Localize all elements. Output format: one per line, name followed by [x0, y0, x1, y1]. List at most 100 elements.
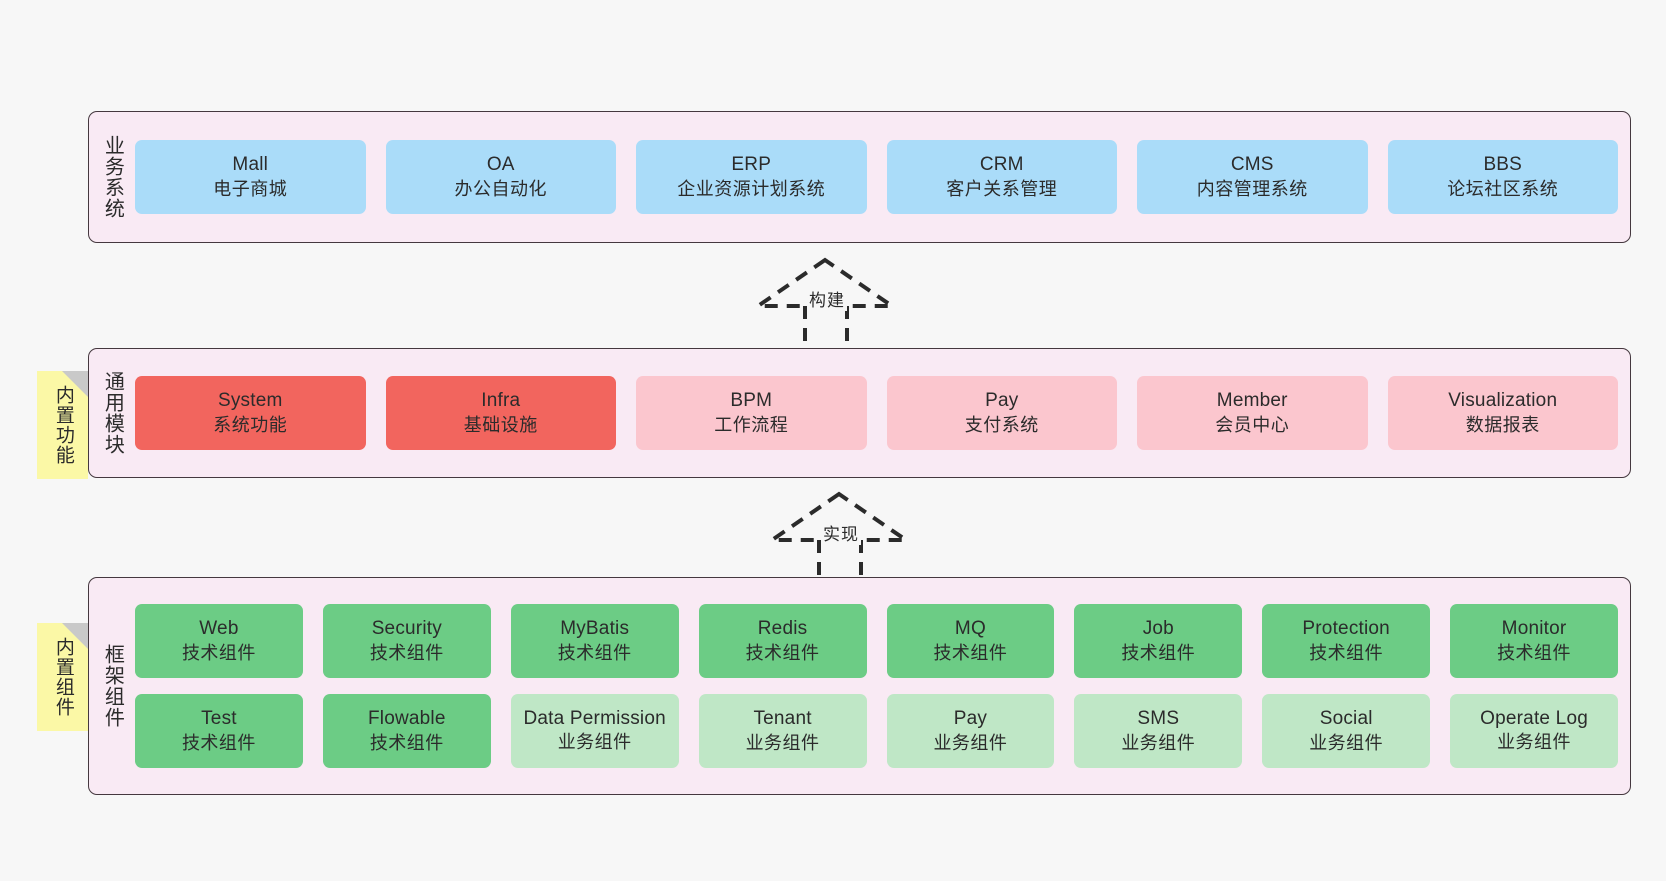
card-title-en: ERP	[731, 154, 772, 176]
card-title-en: Social	[1319, 708, 1373, 730]
card-title-en: Visualization	[1448, 390, 1558, 412]
card-title-en: Member	[1216, 390, 1288, 412]
card-title-en: Pay	[985, 390, 1019, 412]
card-title-cn: 技术组件	[369, 732, 444, 753]
sticky-note-builtin-components: 内置组件	[37, 623, 88, 731]
card-title-cn: 基础设施	[463, 414, 538, 435]
card-title-en: BBS	[1483, 154, 1523, 176]
card-title-cn: 会员中心	[1215, 414, 1290, 435]
card-title-cn: 技术组件	[181, 642, 256, 663]
card-title-cn: 工作流程	[714, 414, 789, 435]
card-title-cn: 客户关系管理	[946, 178, 1058, 199]
generalization-arrow-icon	[751, 257, 899, 348]
card-title-cn: 业务组件	[745, 732, 820, 753]
sticky-note-builtin-features-label: 内置功能	[52, 385, 74, 465]
note-fold-corner-icon	[62, 371, 88, 397]
layer-label-business-systems: 业务系统	[101, 135, 124, 219]
card-title-en: System	[217, 390, 283, 412]
card-title-cn: 技术组件	[933, 642, 1008, 663]
layer-label-framework-components: 框架组件	[101, 644, 124, 728]
card-title-en: OA	[486, 154, 515, 176]
card-title-cn: 技术组件	[1309, 642, 1384, 663]
sticky-note-builtin-components-label: 内置组件	[52, 637, 74, 717]
connector-implement-label: 实现	[821, 520, 861, 545]
card-title-cn: 技术组件	[1497, 642, 1572, 663]
card-title-en: MQ	[954, 618, 986, 640]
card-title-en: SMS	[1137, 708, 1180, 730]
connector-build-label: 构建	[807, 286, 847, 311]
card-title-en: Redis	[757, 618, 808, 640]
card-title-en: Operate Log	[1480, 708, 1588, 730]
card-title-en: Mall	[232, 154, 269, 176]
card-title-en: Protection	[1302, 618, 1390, 640]
card-title-cn: 论坛社区系统	[1447, 178, 1559, 199]
card-title-en: Job	[1142, 618, 1174, 640]
note-fold-corner-icon	[62, 623, 88, 649]
card-title-cn: 业务组件	[1497, 731, 1572, 752]
card-title-en: BPM	[730, 390, 773, 412]
card-title-cn: 内容管理系统	[1196, 178, 1308, 199]
card-title-en: Infra	[481, 390, 521, 412]
card-title-cn: 业务组件	[557, 731, 632, 752]
card-title-en: Monitor	[1501, 618, 1567, 640]
layer-label-common-modules: 通用模块	[101, 371, 124, 455]
card-title-cn: 办公自动化	[454, 178, 547, 199]
card-title-cn: 企业资源计划系统	[677, 178, 826, 199]
card-title-cn: 技术组件	[181, 732, 256, 753]
connector-build: 构建	[751, 256, 900, 348]
card-title-en: CRM	[979, 154, 1024, 176]
card-title-en: Web	[199, 618, 239, 640]
card-title-cn: 电子商城	[213, 178, 288, 199]
card-title-cn: 业务组件	[1121, 732, 1196, 753]
connector-implement: 实现	[765, 490, 914, 582]
generalization-arrow-icon	[765, 491, 913, 582]
card-title-cn: 技术组件	[745, 642, 820, 663]
card-title-en: Flowable	[367, 708, 446, 730]
card-title-en: Pay	[953, 708, 988, 730]
card-title-cn: 技术组件	[557, 642, 632, 663]
card-title-cn: 技术组件	[1121, 642, 1196, 663]
card-title-cn: 业务组件	[933, 732, 1008, 753]
card-title-en: Security	[371, 618, 442, 640]
card-title-en: MyBatis	[560, 618, 630, 640]
card-title-cn: 业务组件	[1309, 732, 1384, 753]
card-title-en: Tenant	[753, 708, 812, 730]
card-title-cn: 支付系统	[964, 414, 1039, 435]
